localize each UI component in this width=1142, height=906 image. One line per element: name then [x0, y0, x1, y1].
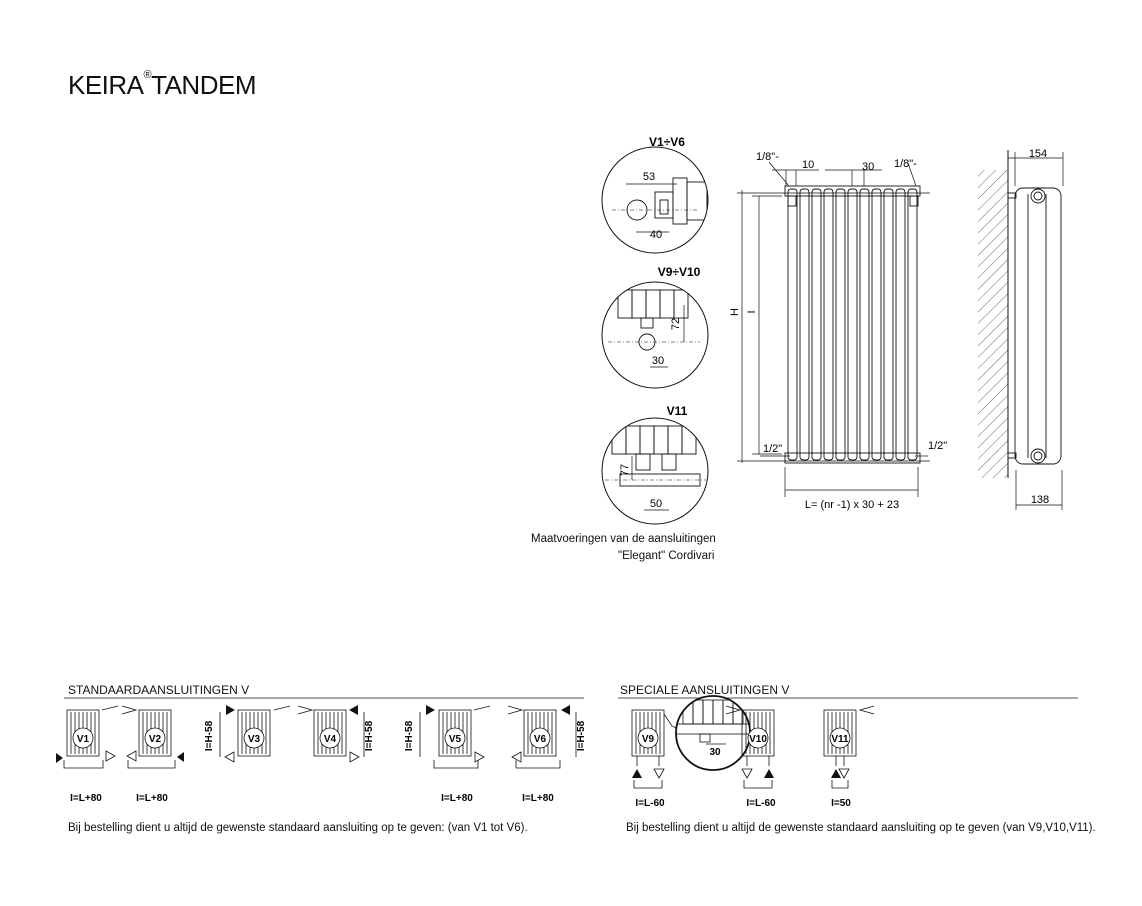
dim-50: 50: [650, 498, 662, 510]
dim-53: 53: [643, 171, 655, 183]
height-I: I: [746, 310, 758, 313]
detail-caption-line2: "Elegant" Cordivari: [618, 550, 715, 562]
registered-mark: ®: [143, 69, 152, 82]
height-H: H: [729, 308, 741, 316]
std-side-dim-v3: I=H-58: [204, 720, 215, 751]
std-formula-v1: I=L+80: [70, 793, 102, 804]
standard-heading: STANDAARDAANSLUITINGEN V: [68, 683, 250, 697]
dim-40: 40: [650, 229, 662, 241]
detail-v9-v10-title: V9÷V10: [658, 265, 701, 279]
std-side-dim-v4: I=H-58: [364, 720, 375, 751]
special-label-v11: V11: [831, 734, 849, 745]
special-note: Bij bestelling dient u altijd de gewenst…: [626, 822, 1096, 834]
std-label-v5: V5: [449, 734, 462, 745]
standard-note: Bij bestelling dient u altijd de gewenst…: [68, 822, 528, 834]
std-label-v2: V2: [149, 734, 162, 745]
detail-v11: V11 77 50: [601, 404, 709, 525]
std-label-v6: V6: [534, 734, 547, 745]
dim-72: 72: [670, 318, 682, 330]
standard-connections: V1 V2 V3 I=H-58: [56, 697, 587, 804]
std-side-dim-v6: I=H-58: [576, 720, 587, 751]
dim-10: 10: [802, 159, 814, 171]
std-label-v1: V1: [77, 734, 90, 745]
thread-top-left: 1/8"-: [756, 151, 779, 163]
depth-154: 154: [1029, 148, 1047, 160]
special-connections: V9 30: [618, 695, 1078, 809]
product-name-part2: TANDEM: [151, 70, 256, 100]
std-connection-v1: [63, 705, 119, 769]
special-connection-v9: [631, 709, 681, 789]
front-view: 1/8"- 1/8"- 10 30 H I 1/2" 1/2" L= (nr -…: [729, 151, 947, 511]
std-connection-v3: [219, 705, 291, 757]
std-side-dim-v5: I=H-58: [404, 720, 415, 751]
thread-top-right: 1/8"-: [894, 158, 917, 170]
detail-v1-v6-title: V1÷V6: [649, 135, 685, 149]
dim-30: 30: [862, 161, 874, 173]
special-label-v10: V10: [749, 734, 767, 745]
radiator-tubes: [784, 185, 921, 464]
special-connection-v10: [725, 705, 775, 789]
page-title: KEIRA®TANDEM: [68, 69, 256, 101]
std-formula-v5: I=L+80: [441, 793, 473, 804]
detail-v11-title: V11: [667, 404, 688, 418]
special-formula-v9: I=L-60: [635, 798, 665, 809]
dim-77: 77: [619, 464, 631, 476]
std-connection-v6: [507, 705, 577, 769]
std-connection-v2: [121, 705, 176, 769]
thread-bottom-right: 1/2": [928, 440, 947, 452]
special-label-v9: V9: [642, 734, 655, 745]
special-heading: SPECIALE AANSLUITINGEN V: [620, 683, 790, 697]
detail-v1-v6: V1÷V6 53 40: [601, 135, 709, 254]
thread-bottom-left: 1/2": [763, 443, 782, 455]
std-label-v4: V4: [324, 734, 337, 745]
std-label-v3: V3: [248, 734, 261, 745]
side-view: 154 138: [978, 148, 1064, 510]
detail-caption-line1: Maatvoeringen van de aansluitingen: [531, 533, 716, 545]
detail-v9-v10: V9÷V10 72 30: [601, 265, 709, 389]
std-formula-v2: I=L+80: [136, 793, 168, 804]
std-connection-v5: [419, 705, 491, 769]
dim-30-detail: 30: [652, 355, 664, 367]
special-formula-v10: I=L-60: [746, 798, 776, 809]
length-formula: L= (nr -1) x 30 + 23: [805, 499, 899, 511]
depth-138: 138: [1031, 494, 1049, 506]
special-zoom-dim-30: 30: [709, 747, 721, 758]
special-connection-v11: [823, 705, 875, 789]
special-zoom-detail: 30: [675, 695, 751, 771]
special-formula-v11: I=50: [831, 798, 851, 809]
std-connection-v4: [297, 705, 365, 757]
product-name-part1: KEIRA: [68, 70, 144, 100]
std-formula-v6: I=L+80: [522, 793, 554, 804]
